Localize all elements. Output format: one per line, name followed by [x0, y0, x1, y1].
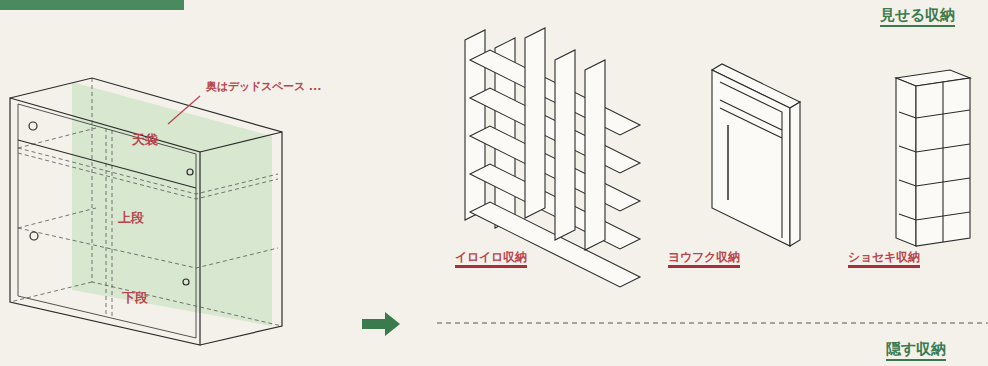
callout-note: 奥はデッドスペース ...	[204, 80, 323, 93]
category-label: イロイロ収納	[455, 250, 527, 268]
bookcase-drawing	[896, 70, 970, 246]
part-name: 天袋	[132, 132, 158, 148]
header-bar	[0, 0, 184, 10]
separator-line	[437, 323, 988, 324]
category-label: ヨウフク収納	[668, 250, 740, 268]
category-label: ショセキ収納	[848, 250, 920, 268]
part-name: 下段	[122, 290, 148, 306]
wardrobe-drawing	[712, 64, 800, 246]
section-heading: 隠す収納	[886, 340, 946, 361]
transition-arrow	[362, 312, 400, 336]
part-name: 上段	[118, 210, 144, 226]
section-heading: 見せる収納	[880, 6, 955, 27]
cabinet-drawing	[10, 78, 282, 345]
grid-shelf-drawing	[465, 28, 640, 287]
